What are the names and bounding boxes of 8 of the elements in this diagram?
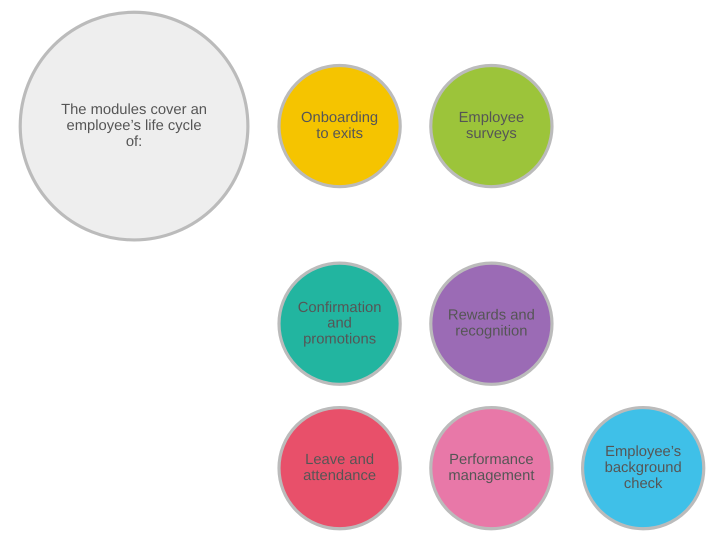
node-circle: Rewards and recognition	[429, 262, 554, 386]
node-circle: The modules cover an employee’s life cycle of:	[18, 10, 250, 242]
node-circle: Employee surveys	[429, 64, 554, 188]
node-circle: Performance management	[429, 406, 554, 530]
node-circle: Confirmation and promotions	[277, 262, 402, 386]
node-circle: Onboarding to exits	[277, 64, 402, 188]
node-circle: Employee’s background check	[580, 406, 706, 530]
node-circle: Leave and attendance	[277, 406, 402, 530]
